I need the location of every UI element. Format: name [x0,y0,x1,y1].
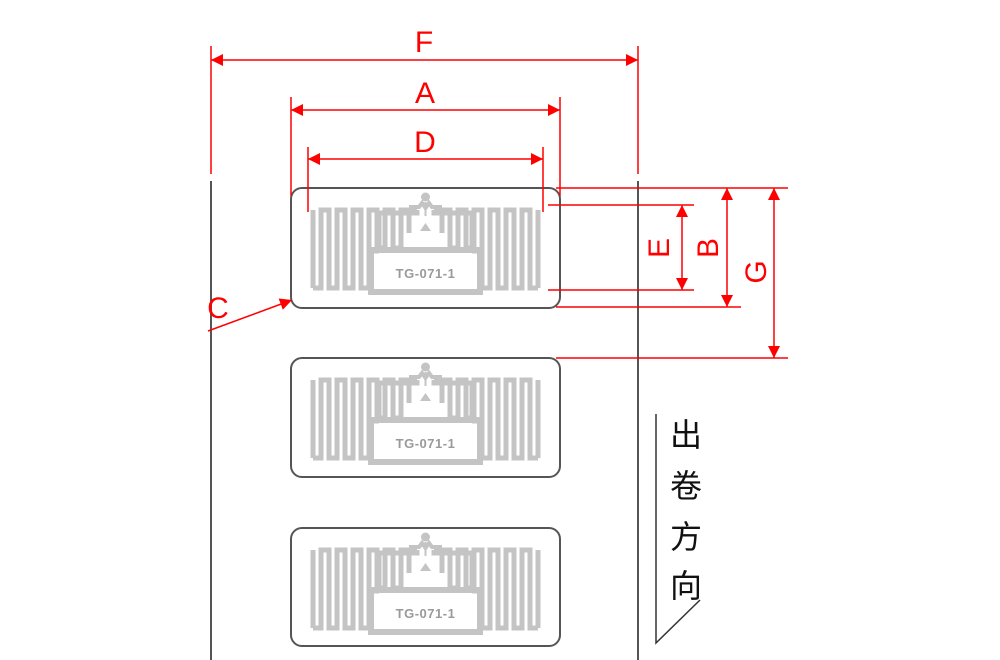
dimension-label-d: D [414,126,436,159]
dimension-label-f: F [415,26,433,59]
unwind-direction-char-4: 向 [670,567,702,605]
label-model-text: TG-071-1 [396,436,456,451]
unwind-direction-text: 出 卷 方 向 [670,416,702,605]
dimension-a [290,97,561,196]
dimension-label-b: B [692,238,725,258]
dimension-label-a: A [415,77,435,110]
label-1: TG-071-1 [290,187,561,309]
dimension-label-c: C [207,292,229,325]
dimension-label-e: E [643,238,676,258]
label-2: TG-071-1 [290,357,561,478]
unwind-direction-char-1: 出 [670,416,702,454]
label-model-text: TG-071-1 [396,266,456,281]
dimension-f [210,46,639,174]
unwind-direction-arrow [655,414,701,645]
dimension-extension-lines [548,187,788,359]
unwind-direction-char-3: 方 [670,518,702,556]
dimension-c [207,298,293,332]
unwind-direction-char-2: 卷 [670,467,702,505]
label-model-text: TG-071-1 [396,606,456,621]
dimension-d [307,147,544,212]
dimension-label-g: G [740,260,773,283]
label-3: TG-071-1 [290,527,561,647]
